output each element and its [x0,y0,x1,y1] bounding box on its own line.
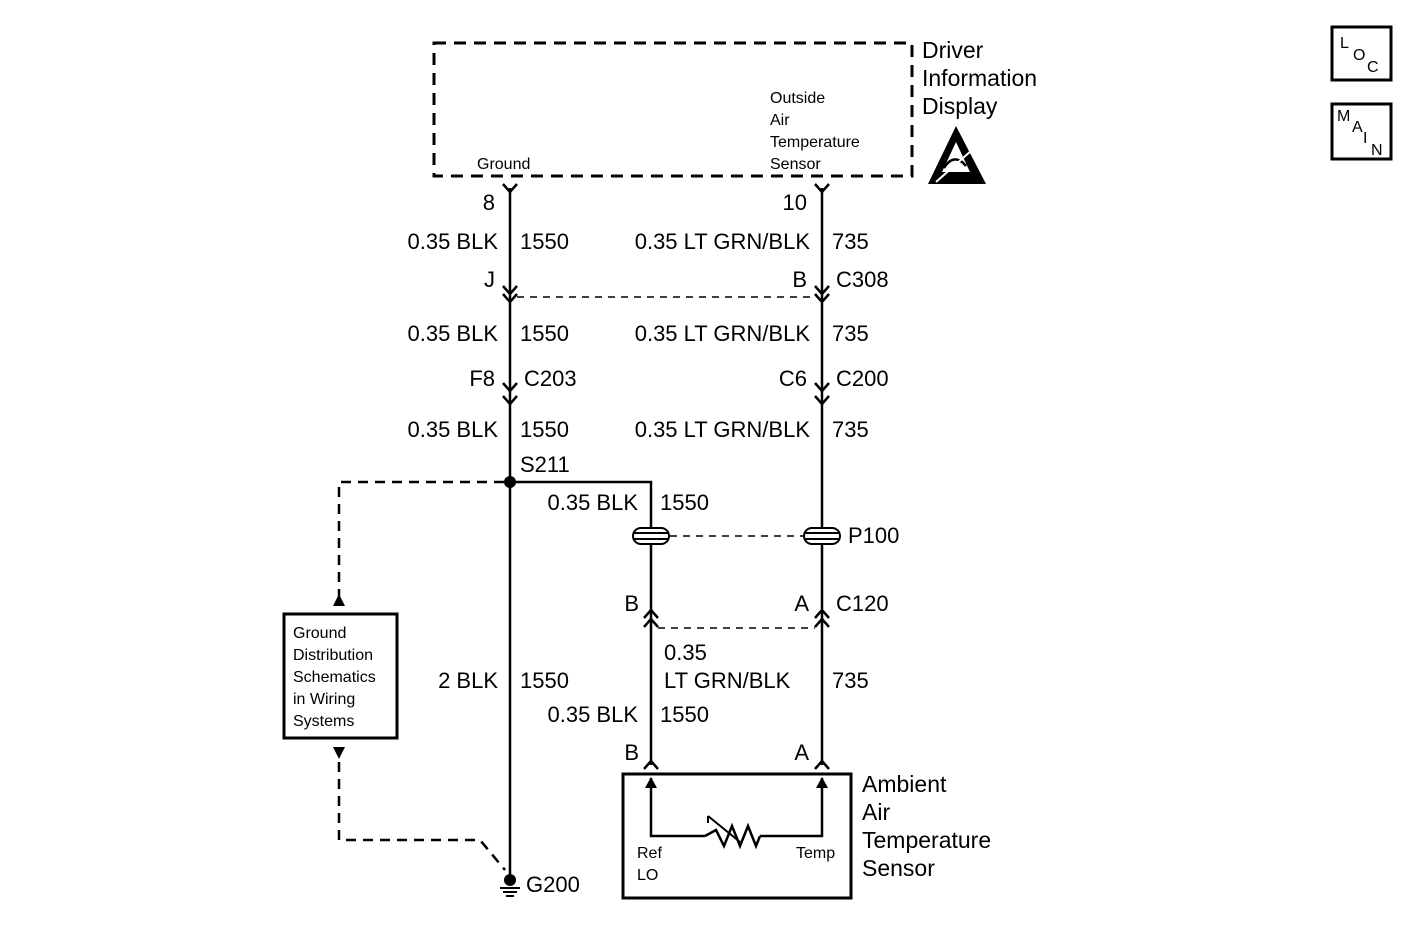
seg2-right-circuit: 735 [832,321,869,346]
ground-ref-top-line [337,480,504,596]
seg3-right-gauge: 0.35 LT GRN/BLK [635,417,811,442]
p100-label: P100 [848,523,899,548]
ground-dist-line4: in Wiring [293,691,355,708]
ground-wire-gauge: 2 BLK [438,668,498,693]
sensor-name-line1: Ambient [862,771,947,797]
seg3-right-circuit: 735 [832,417,869,442]
pin-10-label: 10 [783,190,807,215]
ground-dist-line1: Ground [293,625,346,642]
c308-label: C308 [836,267,889,292]
sensor-temp-label: Temp [796,845,835,862]
right-wire [814,183,830,770]
dic-name-line3: Display [922,93,998,119]
lower-right-gauge-line1: 0.35 [664,640,707,665]
branch-gauge: 0.35 BLK [547,490,638,515]
lower-left-circuit: 1550 [660,702,709,727]
main-letter-i: I [1363,130,1367,147]
dic-oat-line3: Temperature [770,134,860,151]
ground-distribution-reference[interactable]: Ground Distribution Schematics in Wiring… [282,612,399,740]
ground-symbol-icon [500,874,520,897]
driver-information-display: Driver Information Display Ground Outsid… [432,37,1037,178]
thermistor-icon [704,822,762,850]
loc-letter-o: O [1353,47,1365,64]
sensor-name-line2: Air [862,799,890,825]
seg1-right-gauge: 0.35 LT GRN/BLK [635,229,811,254]
dic-oat-line2: Air [770,112,790,129]
seg2-right-gauge: 0.35 LT GRN/BLK [635,321,811,346]
seg1-left-circuit: 1550 [520,229,569,254]
ground-wire-circuit: 1550 [520,668,569,693]
sensor-name-line3: Temperature [862,827,991,853]
ground-ref-bottom-line [337,762,506,871]
seg2-left-gauge: 0.35 BLK [407,321,498,346]
seg1-right-circuit: 735 [832,229,869,254]
loc-letter-l: L [1340,35,1349,52]
arrow-down-icon [333,747,345,759]
sensor-pin-a: A [794,740,809,765]
seg2-left-circuit: 1550 [520,321,569,346]
lower-right-gauge-line2: LT GRN/BLK [664,668,791,693]
dic-ground-pin-label: Ground [477,156,530,173]
dic-oat-line1: Outside [770,90,825,107]
arrow-up-icon [333,594,345,606]
dic-name-line2: Information [922,65,1037,91]
g200-label: G200 [526,872,580,897]
c203-pin-f8: F8 [469,366,495,391]
ground-dist-line2: Distribution [293,647,373,664]
sensor-name-line4: Sensor [862,855,935,881]
sensor-ref-line1: Ref [637,845,662,862]
main-button[interactable]: M A I N [1330,102,1393,161]
lower-left-gauge: 0.35 BLK [547,702,638,727]
lower-right-circuit: 735 [832,668,869,693]
c203-label: C203 [524,366,577,391]
seg3-left-circuit: 1550 [520,417,569,442]
dic-name-line1: Driver [922,37,984,63]
dic-oat-line4: Sensor [770,156,821,173]
p100-grommet-left [632,527,670,545]
p100-grommet-right [803,527,841,545]
c120-label: C120 [836,591,889,616]
c200-pin-c6: C6 [779,366,807,391]
c308-pin-j: J [484,267,495,292]
main-letter-n: N [1371,142,1383,159]
main-letter-m: M [1337,108,1350,125]
ground-dist-line5: Systems [293,713,354,730]
c308-pin-b: B [792,267,807,292]
seg3-left-gauge: 0.35 BLK [407,417,498,442]
loc-letter-c: C [1367,59,1379,76]
sensor-ref-line2: LO [637,867,658,884]
sensor-pin-b: B [624,740,639,765]
pin-8-label: 8 [483,190,495,215]
main-letter-a: A [1352,119,1363,136]
branch-wire [510,480,659,770]
branch-circuit: 1550 [660,490,709,515]
esd-warning-icon [928,126,986,184]
left-wire [502,183,518,878]
c120-pin-a: A [794,591,809,616]
c120-pin-b: B [624,591,639,616]
ambient-air-temp-sensor: Ref LO Temp Ambient Air Temperature Sens… [621,771,991,900]
loc-button[interactable]: L O C [1330,25,1393,82]
ground-dist-line3: Schematics [293,669,376,686]
c200-label: C200 [836,366,889,391]
s211-label: S211 [520,452,570,477]
seg1-left-gauge: 0.35 BLK [407,229,498,254]
